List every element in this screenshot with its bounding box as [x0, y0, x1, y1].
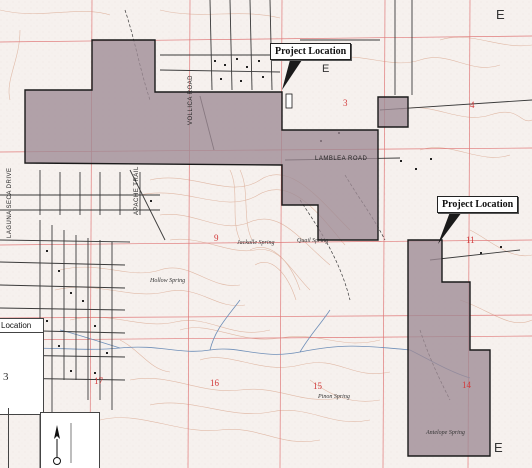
section-number: 11 — [466, 235, 475, 245]
spring-label: Jackalle Spring — [237, 240, 275, 246]
scale-bar-fragment — [8, 408, 37, 468]
section-number: 16 — [210, 378, 219, 388]
road-label-horizontal: LAMBLEA ROAD — [315, 156, 368, 162]
contour-lines — [0, 9, 532, 442]
map-mark-e-south: E — [494, 440, 503, 455]
project-parcels — [24, 39, 491, 457]
section-number: 3 — [343, 98, 348, 108]
section-number: 17 — [94, 376, 103, 386]
section-number: 14 — [462, 380, 471, 390]
spring-label: Pinon Spring — [318, 394, 350, 400]
road-label-trail: APACHE TRAIL — [134, 166, 140, 215]
spring-label: Hollow Spring — [150, 278, 186, 284]
north-arrow-icon — [53, 423, 72, 465]
project-location-pointer-south — [438, 212, 462, 244]
section-number: 4 — [470, 100, 475, 110]
excluded-lot — [285, 93, 293, 109]
location-inset: Location 3 — [0, 318, 44, 415]
location-inset-mark: 3 — [3, 371, 9, 383]
map-mark-e-corner: E — [496, 7, 505, 22]
project-location-pointer-north — [282, 60, 302, 90]
spring-label: Quail Spring — [297, 238, 329, 244]
north-arrow-box — [40, 412, 100, 468]
project-parcel-south[interactable] — [407, 239, 491, 457]
road-label-vertical: VOLLICA ROAD — [188, 74, 194, 125]
road-label-left-edge: LAGUNA SECA DRIVE — [7, 167, 13, 238]
section-number: 9 — [214, 233, 219, 243]
spring-label: Antelope Spring — [426, 430, 465, 436]
project-parcel-north[interactable] — [24, 39, 379, 241]
project-location-label-north[interactable]: Project Location — [270, 43, 352, 60]
map-mark-e-north: E — [322, 63, 329, 75]
project-location-label-south[interactable]: Project Location — [437, 196, 519, 213]
structures — [46, 58, 502, 374]
section-number: 15 — [313, 381, 322, 391]
location-inset-title: Location — [0, 319, 43, 333]
project-parcel-east[interactable] — [377, 96, 409, 128]
